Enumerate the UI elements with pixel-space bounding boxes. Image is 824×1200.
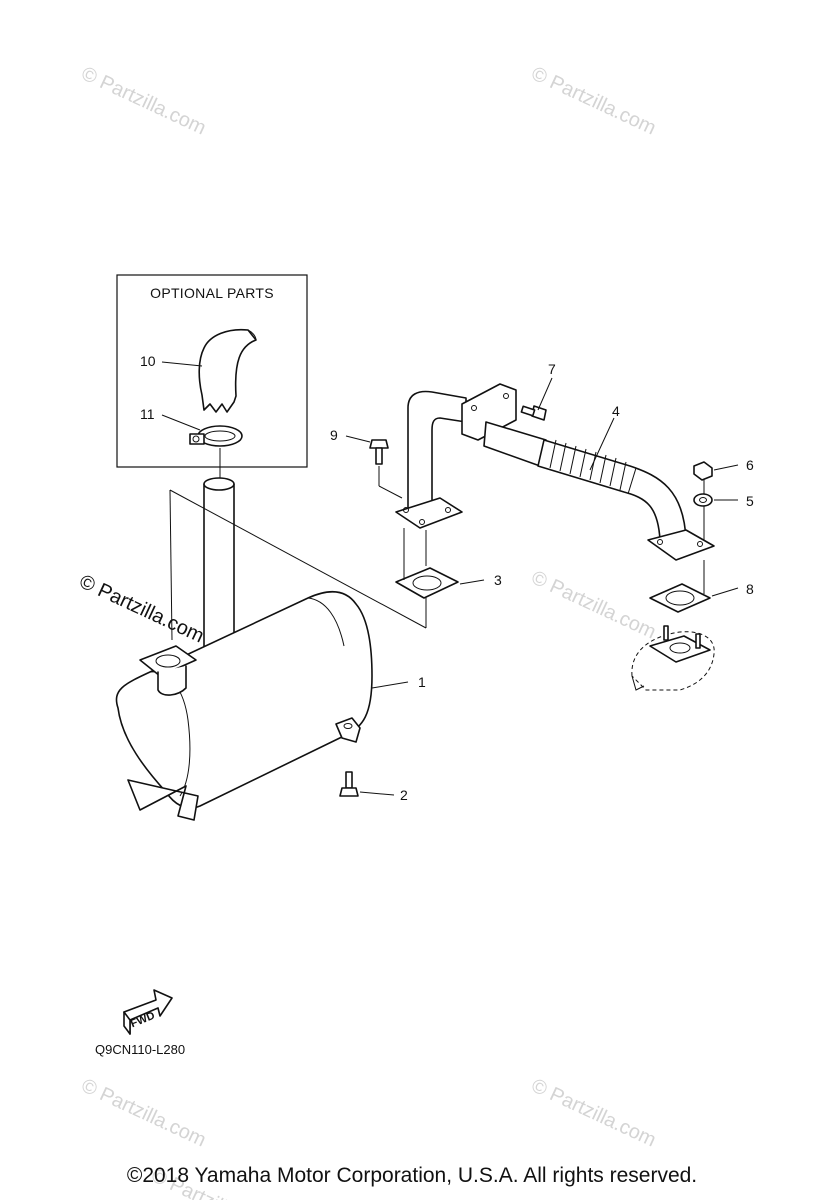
svg-text:© Partzilla.com: © Partzilla.com [528, 1075, 659, 1152]
svg-text:© Partzilla.com: © Partzilla.com [528, 567, 659, 644]
watermark-bottom-left: © Partzilla.com [78, 1075, 209, 1152]
flexible-exhaust-pipe [537, 439, 715, 561]
tail-pipe-elbow [198, 328, 257, 413]
callout-11: 11 [140, 406, 155, 422]
callout-6: 6 [746, 457, 754, 473]
callout-8: 8 [746, 581, 754, 597]
svg-text:© Partzilla.com: © Partzilla.com [76, 571, 207, 648]
callout-4: 4 [612, 403, 620, 419]
gasket-right [649, 583, 711, 613]
watermark-top-left: © Partzilla.com [78, 63, 209, 140]
tailpipe-stack [203, 477, 235, 665]
svg-text:© Partzilla.com: © Partzilla.com [78, 1075, 209, 1152]
bolt-mounting-plate [520, 405, 547, 421]
copyright-text: ©2018 Yamaha Motor Corporation, U.S.A. A… [126, 1164, 698, 1187]
callout-7: 7 [548, 361, 556, 377]
optional-parts-title: OPTIONAL PARTS [150, 285, 274, 301]
watermark-center-dark: © Partzilla.com [76, 571, 207, 648]
watermark-bottom-right: © Partzilla.com [528, 1075, 659, 1152]
callout-9: 9 [330, 427, 338, 443]
bolt-flange-left [369, 439, 389, 465]
optional-parts-box: OPTIONAL PARTS [116, 274, 308, 468]
gasket-left [395, 567, 459, 599]
fwd-arrow-icon: FWD [123, 989, 173, 1035]
leader-lines [161, 361, 739, 796]
engine-exhaust-port [631, 625, 715, 691]
callout-10: 10 [140, 353, 156, 369]
watermark-mid-right: © Partzilla.com [528, 567, 659, 644]
callout-5: 5 [746, 493, 754, 509]
nut [693, 461, 713, 481]
svg-text:© Partzilla.com: © Partzilla.com [528, 63, 659, 140]
washer [693, 493, 713, 507]
hose-clamp [189, 425, 243, 447]
muffler [115, 591, 373, 821]
diagram-code: Q9CN110-L280 [95, 1042, 185, 1057]
callout-3: 3 [494, 572, 502, 588]
callout-1: 1 [418, 674, 426, 690]
svg-text:© Partzilla.com: © Partzilla.com [78, 63, 209, 140]
watermark-top-right: © Partzilla.com [528, 63, 659, 140]
exhaust-pipe [395, 383, 547, 529]
bolt-muffler [339, 771, 359, 797]
callout-2: 2 [400, 787, 408, 803]
